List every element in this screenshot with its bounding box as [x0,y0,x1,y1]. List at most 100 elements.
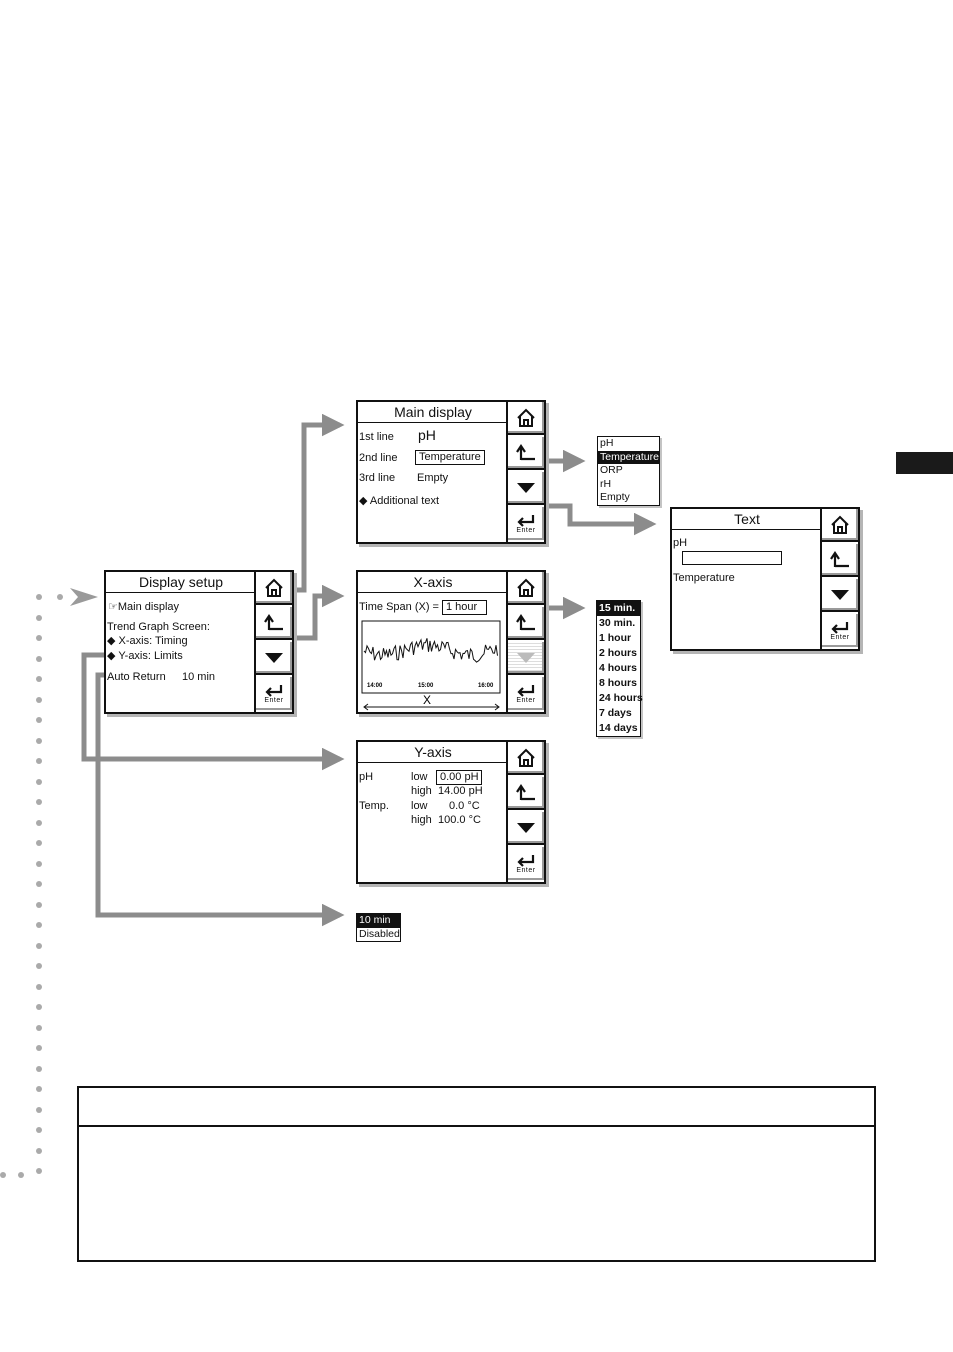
x-axis-screen: X-axis Time Span (X) = 1 hour 14:00 15:0… [356,570,546,714]
option-disabled[interactable]: Disabled [359,927,400,940]
line2-value[interactable]: Temperature [415,450,485,465]
ph-low-label: low [411,771,428,783]
home-icon [517,578,535,597]
down-triangle-icon [831,589,849,600]
y-axis-screen: Y-axis pH low 0.00 pH high 14.00 pH Temp… [356,740,546,884]
main-display-options: pH Temperature ORP rH Empty [597,436,660,506]
screen-title: X-axis [358,572,508,593]
ph-high-value[interactable]: 14.00 pH [438,785,483,797]
back-arrow-icon [516,783,535,800]
enter-icon [517,684,535,697]
screen-title: Y-axis [358,742,508,763]
button-column: Enter [820,509,858,649]
arrow-to-auto-return [95,672,345,927]
text-label-temperature: Temperature [673,572,735,584]
enter-button[interactable]: Enter [508,677,544,710]
back-arrow-icon [264,613,283,630]
down-button[interactable] [508,812,544,845]
option-15-min[interactable]: 15 min. [597,601,640,616]
home-button[interactable] [508,402,544,435]
enter-label: Enter [830,633,850,641]
down-triangle-icon [517,482,535,493]
arrow-to-text-screen [546,503,657,536]
text-label-ph: pH [673,537,688,549]
trend-line [363,638,498,663]
down-button[interactable] [822,579,858,612]
option-orp[interactable]: ORP [600,464,623,476]
down-button[interactable] [508,472,544,505]
option-rh[interactable]: rH [600,477,612,490]
line3-label: 3rd line [359,472,396,484]
main-display-menu-item[interactable]: ☞Main display [108,601,180,613]
option-temperature[interactable]: Temperature [598,450,659,464]
option-4-hours[interactable]: 4 hours [599,662,637,674]
option-2-hours[interactable]: 2 hours [599,647,637,659]
temp-low-value[interactable]: 0.0 °C [449,800,480,812]
time-span-label: Time Span (X) = [359,601,439,613]
enter-icon [517,514,535,527]
trend-graph: 14:00 15:00 16:00 X [361,620,501,711]
option-ph[interactable]: pH [600,437,614,449]
arrow-to-main-display [292,413,345,593]
button-column: Enter [506,572,544,712]
home-icon [831,515,849,534]
option-24-hours[interactable]: 24 hours [599,692,643,704]
option-8-hours[interactable]: 8 hours [599,677,637,689]
enter-button[interactable]: Enter [508,847,544,880]
down-triangle-icon [265,652,283,663]
text-screen: Text pH Temperature Enter [670,507,860,651]
auto-return-value[interactable]: 10 min [182,671,216,683]
home-button[interactable] [508,572,544,605]
screen-title: Text [672,509,822,530]
enter-icon [831,621,849,634]
note-box-header-divider [79,1125,874,1127]
back-button[interactable] [508,777,544,810]
down-triangle-icon [517,822,535,833]
option-7-days[interactable]: 7 days [599,707,632,719]
x-axis-label: X [423,693,431,707]
option-1-hour[interactable]: 1 hour [599,632,632,644]
x-tick-label: 15:00 [418,683,434,689]
y-axis-menu-item[interactable]: ◆ Y-axis: Limits [107,650,183,662]
option-14-days[interactable]: 14 days [599,722,638,734]
line3-value[interactable]: Empty [417,472,449,484]
diamond-bullet-icon: ◆ [359,495,370,507]
x-axis-menu-item[interactable]: ◆ X-axis: Timing [107,635,188,647]
back-button[interactable] [508,607,544,640]
enter-label: Enter [264,696,284,704]
down-button[interactable] [256,642,292,675]
time-span-options: 15 min. 30 min. 1 hour 2 hours 4 hours 8… [596,600,643,737]
option-30-min[interactable]: 30 min. [599,617,636,629]
home-button[interactable] [508,742,544,775]
home-icon [517,408,535,427]
line1-value[interactable]: pH [418,427,436,443]
option-empty[interactable]: Empty [600,491,630,503]
home-button[interactable] [822,509,858,542]
enter-button[interactable]: Enter [508,507,544,540]
option-10-min[interactable]: 10 min [357,914,400,928]
temp-label: Temp. [359,800,389,812]
back-button[interactable] [256,607,292,640]
x-tick-label: 16:00 [478,683,494,689]
arrow-to-y-axis [81,652,345,771]
home-button[interactable] [256,572,292,605]
main-display-screen: Main display 1st line pH 2nd line Temper… [356,400,546,544]
trend-graph-label: Trend Graph Screen: [107,621,210,633]
ph-low-value[interactable]: 0.00 pH [436,770,482,785]
enter-icon [517,854,535,867]
additional-text-item[interactable]: ◆ Additional text [359,495,440,507]
temp-high-value[interactable]: 100.0 °C [438,814,481,826]
button-column: Enter [506,402,544,542]
enter-label: Enter [516,696,536,704]
pointing-hand-icon: ☞ [108,601,118,613]
back-arrow-icon [516,443,535,460]
back-button[interactable] [508,437,544,470]
temp-low-label: low [411,800,428,812]
time-span-value[interactable]: 1 hour [442,600,487,615]
enter-button[interactable]: Enter [822,614,858,647]
enter-button[interactable]: Enter [256,677,292,710]
back-button[interactable] [822,544,858,577]
text-input[interactable] [682,551,782,565]
enter-icon [265,684,283,697]
